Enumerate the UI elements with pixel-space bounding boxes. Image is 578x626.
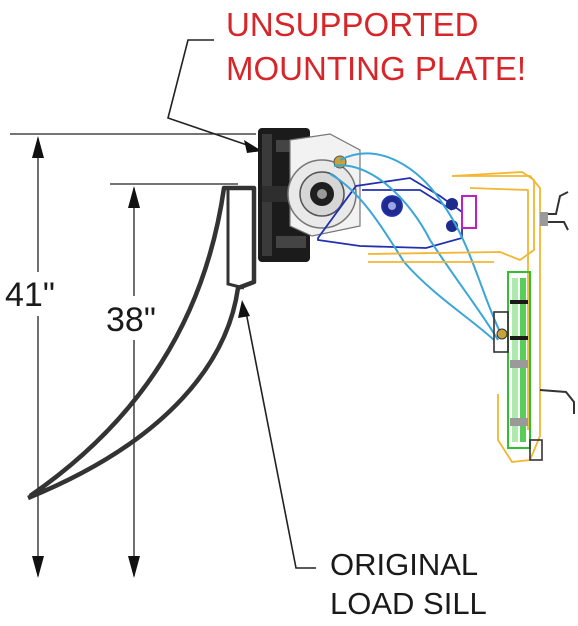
yellow-frame: [367, 171, 541, 463]
dimension-41: [0, 133, 256, 578]
load-sill-outline: [27, 185, 257, 501]
warning-leader-line: [167, 39, 251, 147]
dimension-41-label: 41": [5, 276, 55, 314]
warning-leader-arrowhead: [244, 140, 262, 153]
load-sill-face: [226, 190, 245, 290]
dimension-38: [100, 183, 238, 578]
sill-label-line2: LOAD SILL: [330, 586, 487, 621]
hinge-assembly: [287, 133, 361, 237]
magenta-bracket: [461, 195, 477, 229]
side-clip: [540, 212, 548, 226]
side-handle: [546, 191, 569, 231]
sill-label-line1: ORIGINAL: [330, 547, 478, 582]
green-rail: [493, 271, 543, 461]
sill-leader-line: [245, 311, 316, 569]
lower-hook: [539, 389, 575, 414]
warning-text-line2: MOUNTING PLATE!: [226, 50, 526, 87]
warning-text-line1: UNSUPPORTED: [226, 6, 478, 43]
dimension-38-label: 38": [106, 301, 156, 339]
sill-leader-arrowhead: [238, 300, 250, 318]
